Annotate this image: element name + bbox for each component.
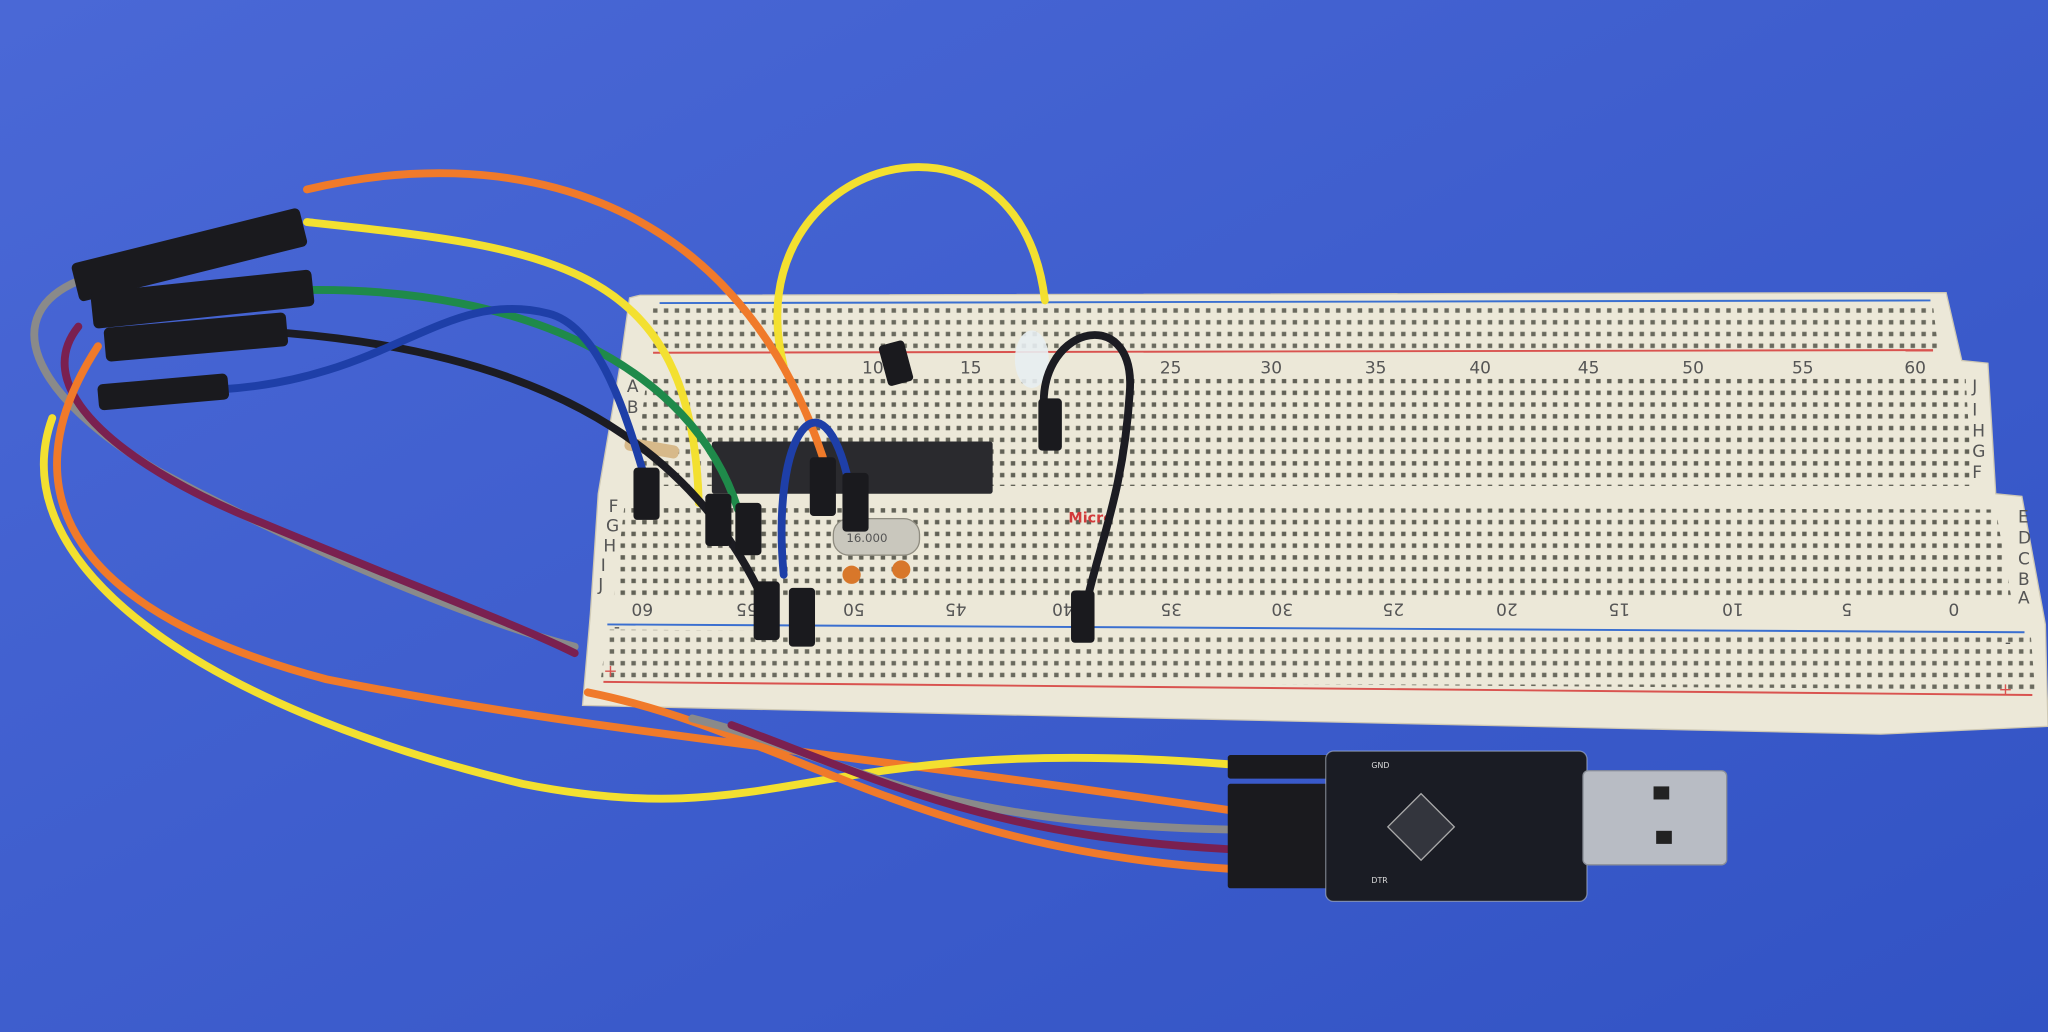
row-letter: C: [2018, 549, 2030, 569]
row-letter: D: [2018, 528, 2031, 548]
blue-jumper: [777, 418, 853, 579]
purple-usb-wire: [727, 721, 1232, 854]
orange-usb-wire: [53, 342, 1232, 814]
row-letter: I: [1972, 400, 1977, 420]
row-letter: F: [1972, 463, 1982, 483]
yellow-jumper: [773, 163, 1049, 370]
col-num: 60: [1904, 359, 1926, 379]
ch340-chip: [1386, 792, 1456, 862]
capacitor: [842, 565, 861, 584]
usb-plug: [1582, 770, 1728, 866]
black-jumper: [1039, 331, 1134, 618]
capacitor: [892, 560, 911, 579]
rail-mark: -: [614, 617, 620, 637]
blue-wire: [218, 305, 651, 488]
col-num: 35: [1160, 599, 1182, 619]
col-num: 20: [1496, 599, 1518, 619]
col-num: 10: [1722, 599, 1744, 619]
col-num: 55: [1792, 359, 1814, 379]
col-num: 15: [1608, 599, 1630, 619]
col-num: 15: [960, 359, 982, 379]
col-num: 10: [862, 359, 884, 379]
pin-label: GND: [1371, 761, 1389, 770]
row-letter: A: [627, 377, 639, 397]
row-letter: G: [606, 517, 619, 537]
watermark: Micro: [1068, 511, 1113, 527]
col-num: 25: [1382, 599, 1404, 619]
col-num: 25: [1160, 359, 1182, 379]
col-num: 55: [736, 599, 758, 619]
col-num: 0: [1948, 599, 1959, 619]
orange-usb-wire-2: [583, 688, 1232, 873]
col-num: 40: [1052, 599, 1074, 619]
yellow-usb-wire: [39, 414, 1232, 803]
crystal-label: 16.000: [846, 531, 887, 545]
col-num: 50: [1682, 359, 1704, 379]
col-num: 5: [1841, 599, 1852, 619]
lower-terminal-strip: [613, 506, 2012, 599]
row-letter: B: [627, 398, 639, 418]
row-letter: B: [2018, 570, 2030, 590]
rail-mark: +: [603, 662, 617, 682]
top-power-rail: [646, 305, 1939, 353]
pin-label: DTR: [1371, 876, 1388, 885]
yellow-wire: [303, 218, 703, 507]
row-letter: E: [2018, 508, 2029, 528]
row-letter: A: [2018, 589, 2030, 609]
led: [1014, 330, 1049, 388]
breadboard: 10 15 25 30 35 40 45 50 55 60 60 55 50 4…: [581, 291, 2048, 735]
row-letter: J: [1971, 377, 1977, 397]
rail-mark: -: [2005, 633, 2011, 653]
dupont-connectors: [71, 208, 1333, 889]
col-num: 45: [1578, 359, 1600, 379]
orange-wire: [303, 169, 827, 462]
col-num: 60: [631, 599, 653, 619]
rail-mark: +: [1998, 680, 2012, 700]
row-letter: F: [609, 497, 619, 517]
row-letter: H: [603, 536, 616, 556]
col-num: 30: [1271, 599, 1293, 619]
usb-ttl-adapter: GND DTR: [1325, 750, 1728, 903]
col-num: 35: [1365, 359, 1387, 379]
col-num: 40: [1469, 359, 1491, 379]
row-letter: G: [1972, 442, 1985, 462]
col-num: 50: [843, 599, 865, 619]
col-num: 45: [945, 599, 967, 619]
row-letter: I: [601, 556, 606, 576]
bottom-power-rail: [600, 629, 2035, 690]
row-letter: J: [597, 575, 603, 595]
col-num: 30: [1260, 359, 1282, 379]
row-letter: H: [1972, 421, 1985, 441]
